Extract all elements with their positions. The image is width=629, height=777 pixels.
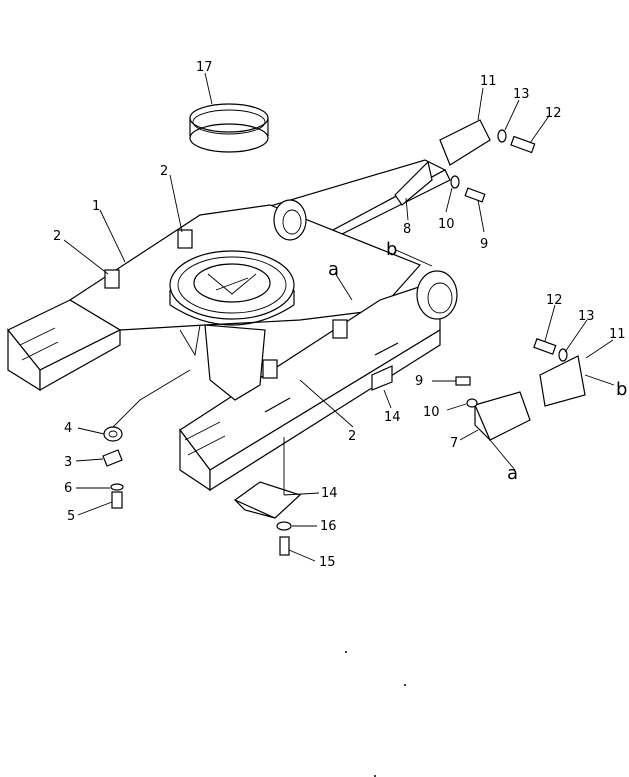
callout-a-lower: a — [507, 463, 518, 484]
callout-17: 17 — [196, 60, 213, 75]
callout-15: 15 — [319, 555, 336, 570]
scan-speck — [404, 684, 406, 686]
callout-6: 6 — [64, 481, 72, 496]
callout-7: 7 — [450, 436, 458, 451]
callout-11-lower: 11 — [609, 327, 626, 342]
callout-3: 3 — [64, 455, 72, 470]
callout-11-upper: 11 — [480, 74, 497, 89]
callout-8: 8 — [403, 222, 411, 237]
callout-9-lower: 9 — [415, 374, 423, 389]
washer-part-13-upper — [497, 129, 507, 143]
bolt-part-9-lower — [455, 376, 471, 386]
guard-part-14-installed — [371, 365, 393, 391]
bolt-part-15 — [279, 536, 290, 556]
cover-part-11-lower — [539, 355, 586, 407]
bolt-part-12-upper — [510, 135, 536, 154]
callout-1: 1 — [92, 199, 100, 214]
plug-part-3 — [102, 449, 123, 467]
callout-9-upper: 9 — [480, 237, 488, 252]
cover-part-11-upper — [439, 119, 491, 166]
callout-b-lower: b — [616, 379, 627, 400]
callout-2-left: 2 — [53, 229, 61, 244]
leader-lines — [63, 72, 615, 562]
callout-2-center: 2 — [348, 429, 356, 444]
callout-13-lower: 13 — [578, 309, 595, 324]
callout-10-lower: 10 — [423, 405, 440, 420]
washer-part-10-upper — [450, 175, 460, 189]
bolt-part-9-upper — [464, 187, 486, 203]
bracket-part-2 — [104, 229, 348, 379]
washer-part-16 — [276, 521, 292, 531]
callout-b-upper: b — [386, 239, 397, 260]
plate-part-4 — [103, 426, 123, 442]
callout-14-lower: 14 — [321, 486, 338, 501]
swing-ring-part-17 — [189, 103, 269, 153]
callout-13-upper: 13 — [513, 87, 530, 102]
washer-part-6 — [110, 483, 124, 491]
bolt-part-12-lower — [533, 338, 557, 355]
callout-12-lower: 12 — [546, 293, 563, 308]
callout-10-upper: 10 — [438, 217, 455, 232]
callout-16: 16 — [320, 519, 337, 534]
callout-12-upper: 12 — [545, 106, 562, 121]
scan-speck — [345, 651, 347, 653]
callout-5: 5 — [67, 509, 75, 524]
washer-part-10-lower — [466, 398, 478, 408]
bracket-part-7 — [474, 391, 531, 441]
guard-part-14-lower — [233, 481, 302, 519]
bolt-part-5 — [111, 491, 123, 509]
bracket-part-8 — [394, 160, 433, 206]
callout-a-upper: a — [328, 259, 339, 280]
callout-2-top: 2 — [160, 164, 168, 179]
callout-14-frame: 14 — [384, 410, 401, 425]
callout-4: 4 — [64, 421, 72, 436]
swing-circle — [169, 250, 295, 326]
